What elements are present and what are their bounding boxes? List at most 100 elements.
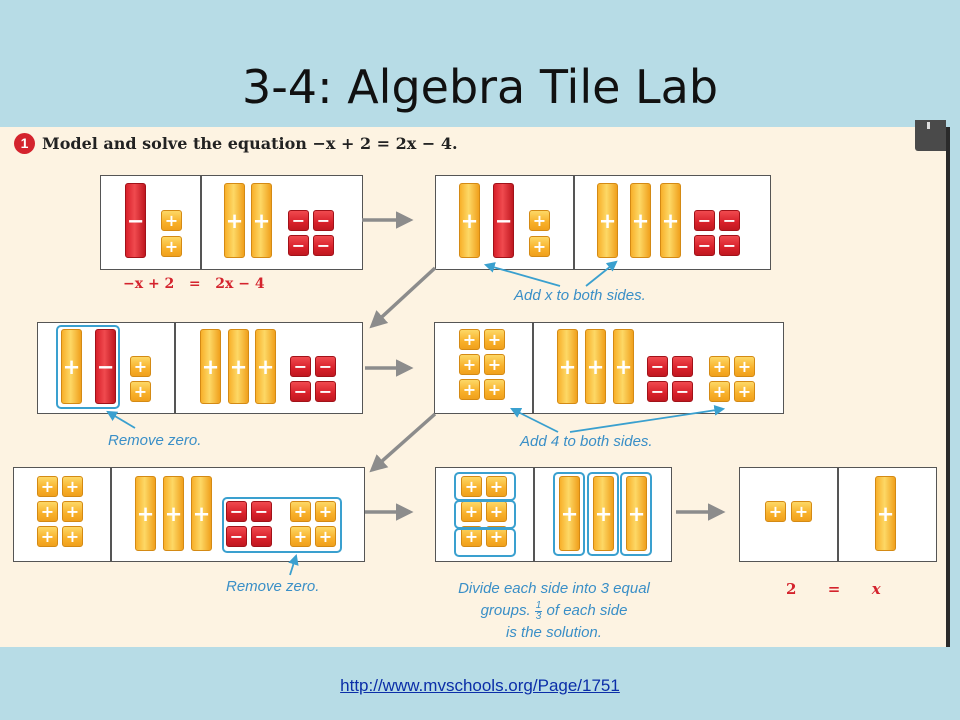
unit-tile-positive: + bbox=[791, 501, 812, 522]
caption-divide-line-1: Divide each side into 3 equal bbox=[458, 580, 650, 597]
unit-tile-negative: − bbox=[672, 381, 693, 402]
unit-tile-negative: − bbox=[251, 501, 272, 522]
caption-remove-zero-2: Remove zero. bbox=[226, 578, 320, 595]
unit-tile-positive: + bbox=[290, 526, 311, 547]
x-tile-positive: + bbox=[626, 476, 647, 551]
equation-right-side: 2x − 4 bbox=[215, 276, 265, 292]
group-highlight-x-1 bbox=[553, 472, 585, 556]
unit-tile-positive: + bbox=[486, 526, 507, 547]
unit-tile-positive: + bbox=[62, 501, 83, 522]
right-edge-strip bbox=[946, 127, 960, 647]
zero-pair-highlight-2 bbox=[222, 497, 342, 553]
solution-right: x bbox=[871, 580, 881, 598]
mat-divider-3 bbox=[174, 322, 176, 414]
group-highlight-x-3 bbox=[620, 472, 652, 556]
group-highlight-x-2 bbox=[587, 472, 619, 556]
step-arrow-2 bbox=[369, 266, 437, 329]
unit-tile-positive: + bbox=[765, 501, 786, 522]
unit-tile-negative: − bbox=[694, 235, 715, 256]
unit-tile-positive: + bbox=[484, 354, 505, 375]
problem-text: Model and solve the equation −x + 2 = 2x… bbox=[42, 134, 458, 153]
x-tile-positive: + bbox=[163, 476, 184, 551]
x-tile-positive: + bbox=[559, 476, 580, 551]
group-highlight-units-3 bbox=[454, 528, 516, 557]
unit-tile-negative: − bbox=[313, 235, 334, 256]
caption-add-x: Add x to both sides. bbox=[514, 287, 646, 304]
unit-tile-positive: + bbox=[161, 210, 182, 231]
unit-tile-positive: + bbox=[734, 356, 755, 377]
scroll-handle[interactable] bbox=[915, 120, 946, 151]
mat-divider-2 bbox=[573, 175, 575, 270]
solution-equals: = bbox=[827, 580, 841, 598]
x-tile-positive: + bbox=[251, 183, 272, 258]
mat-divider-4 bbox=[532, 322, 534, 414]
equation-left-side: −x + 2 bbox=[123, 276, 175, 292]
x-tile-positive: + bbox=[255, 329, 276, 404]
unit-tile-negative: − bbox=[719, 235, 740, 256]
unit-tile-positive: + bbox=[37, 476, 58, 497]
unit-tile-positive: + bbox=[486, 476, 507, 497]
x-tile-positive: + bbox=[585, 329, 606, 404]
unit-tile-positive: + bbox=[315, 526, 336, 547]
x-tile-positive: + bbox=[593, 476, 614, 551]
problem-heading: 1 Model and solve the equation −x + 2 = 2… bbox=[14, 133, 458, 154]
mat-divider-7 bbox=[837, 467, 839, 562]
mat-divider-6 bbox=[533, 467, 535, 562]
callout-arrow-add-x-b bbox=[585, 260, 618, 287]
x-tile-positive: + bbox=[135, 476, 156, 551]
mat-divider-1 bbox=[200, 175, 202, 270]
unit-tile-positive: + bbox=[459, 379, 480, 400]
unit-tile-negative: − bbox=[251, 526, 272, 547]
x-tile-negative: − bbox=[493, 183, 514, 258]
callout-arrow-add-4-b bbox=[569, 404, 726, 433]
mat-divider-5 bbox=[110, 467, 112, 562]
unit-tile-positive: + bbox=[529, 236, 550, 257]
callout-arrow-remove-zero-2 bbox=[288, 553, 299, 576]
x-tile-positive: + bbox=[630, 183, 651, 258]
zero-pair-highlight-1 bbox=[56, 325, 120, 409]
unit-tile-negative: − bbox=[315, 356, 336, 377]
unit-tile-negative: − bbox=[288, 210, 309, 231]
slide-title: 3-4: Algebra Tile Lab bbox=[241, 60, 719, 114]
unit-tile-negative: − bbox=[672, 356, 693, 377]
x-tile-negative: − bbox=[95, 329, 116, 404]
equation-equals: = bbox=[188, 276, 201, 292]
unit-tile-negative: − bbox=[315, 381, 336, 402]
unit-tile-positive: + bbox=[62, 476, 83, 497]
callout-arrow-add-x-a bbox=[483, 262, 561, 287]
equation-under-step-1: −x + 2 = 2x − 4 bbox=[123, 276, 265, 292]
callout-arrow-add-4-a bbox=[510, 408, 559, 433]
unit-tile-negative: − bbox=[694, 210, 715, 231]
unit-tile-negative: − bbox=[719, 210, 740, 231]
unit-tile-positive: + bbox=[315, 501, 336, 522]
x-tile-positive: + bbox=[875, 476, 896, 551]
solution-equation: 2 = x bbox=[786, 580, 881, 598]
unit-tile-negative: − bbox=[226, 526, 247, 547]
unit-tile-positive: + bbox=[461, 501, 482, 522]
unit-tile-negative: − bbox=[288, 235, 309, 256]
unit-tile-positive: + bbox=[529, 210, 550, 231]
x-tile-positive: + bbox=[613, 329, 634, 404]
caption-remove-zero-1: Remove zero. bbox=[108, 432, 202, 449]
x-tile-positive: + bbox=[557, 329, 578, 404]
source-link[interactable]: http://www.mvschools.org/Page/1751 bbox=[340, 676, 620, 695]
unit-tile-positive: + bbox=[484, 329, 505, 350]
unit-tile-positive: + bbox=[459, 329, 480, 350]
unit-tile-positive: + bbox=[709, 381, 730, 402]
x-tile-positive: + bbox=[660, 183, 681, 258]
unit-tile-negative: − bbox=[226, 501, 247, 522]
unit-tile-positive: + bbox=[484, 379, 505, 400]
unit-tile-positive: + bbox=[290, 501, 311, 522]
callout-arrow-remove-zero-1 bbox=[106, 410, 136, 429]
problem-number-badge: 1 bbox=[14, 133, 35, 154]
unit-tile-positive: + bbox=[37, 526, 58, 547]
unit-tile-negative: − bbox=[647, 356, 668, 377]
unit-tile-negative: − bbox=[290, 381, 311, 402]
caption-add-4: Add 4 to both sides. bbox=[520, 433, 653, 450]
caption-divide-line-3: is the solution. bbox=[506, 624, 602, 641]
x-tile-positive: + bbox=[228, 329, 249, 404]
